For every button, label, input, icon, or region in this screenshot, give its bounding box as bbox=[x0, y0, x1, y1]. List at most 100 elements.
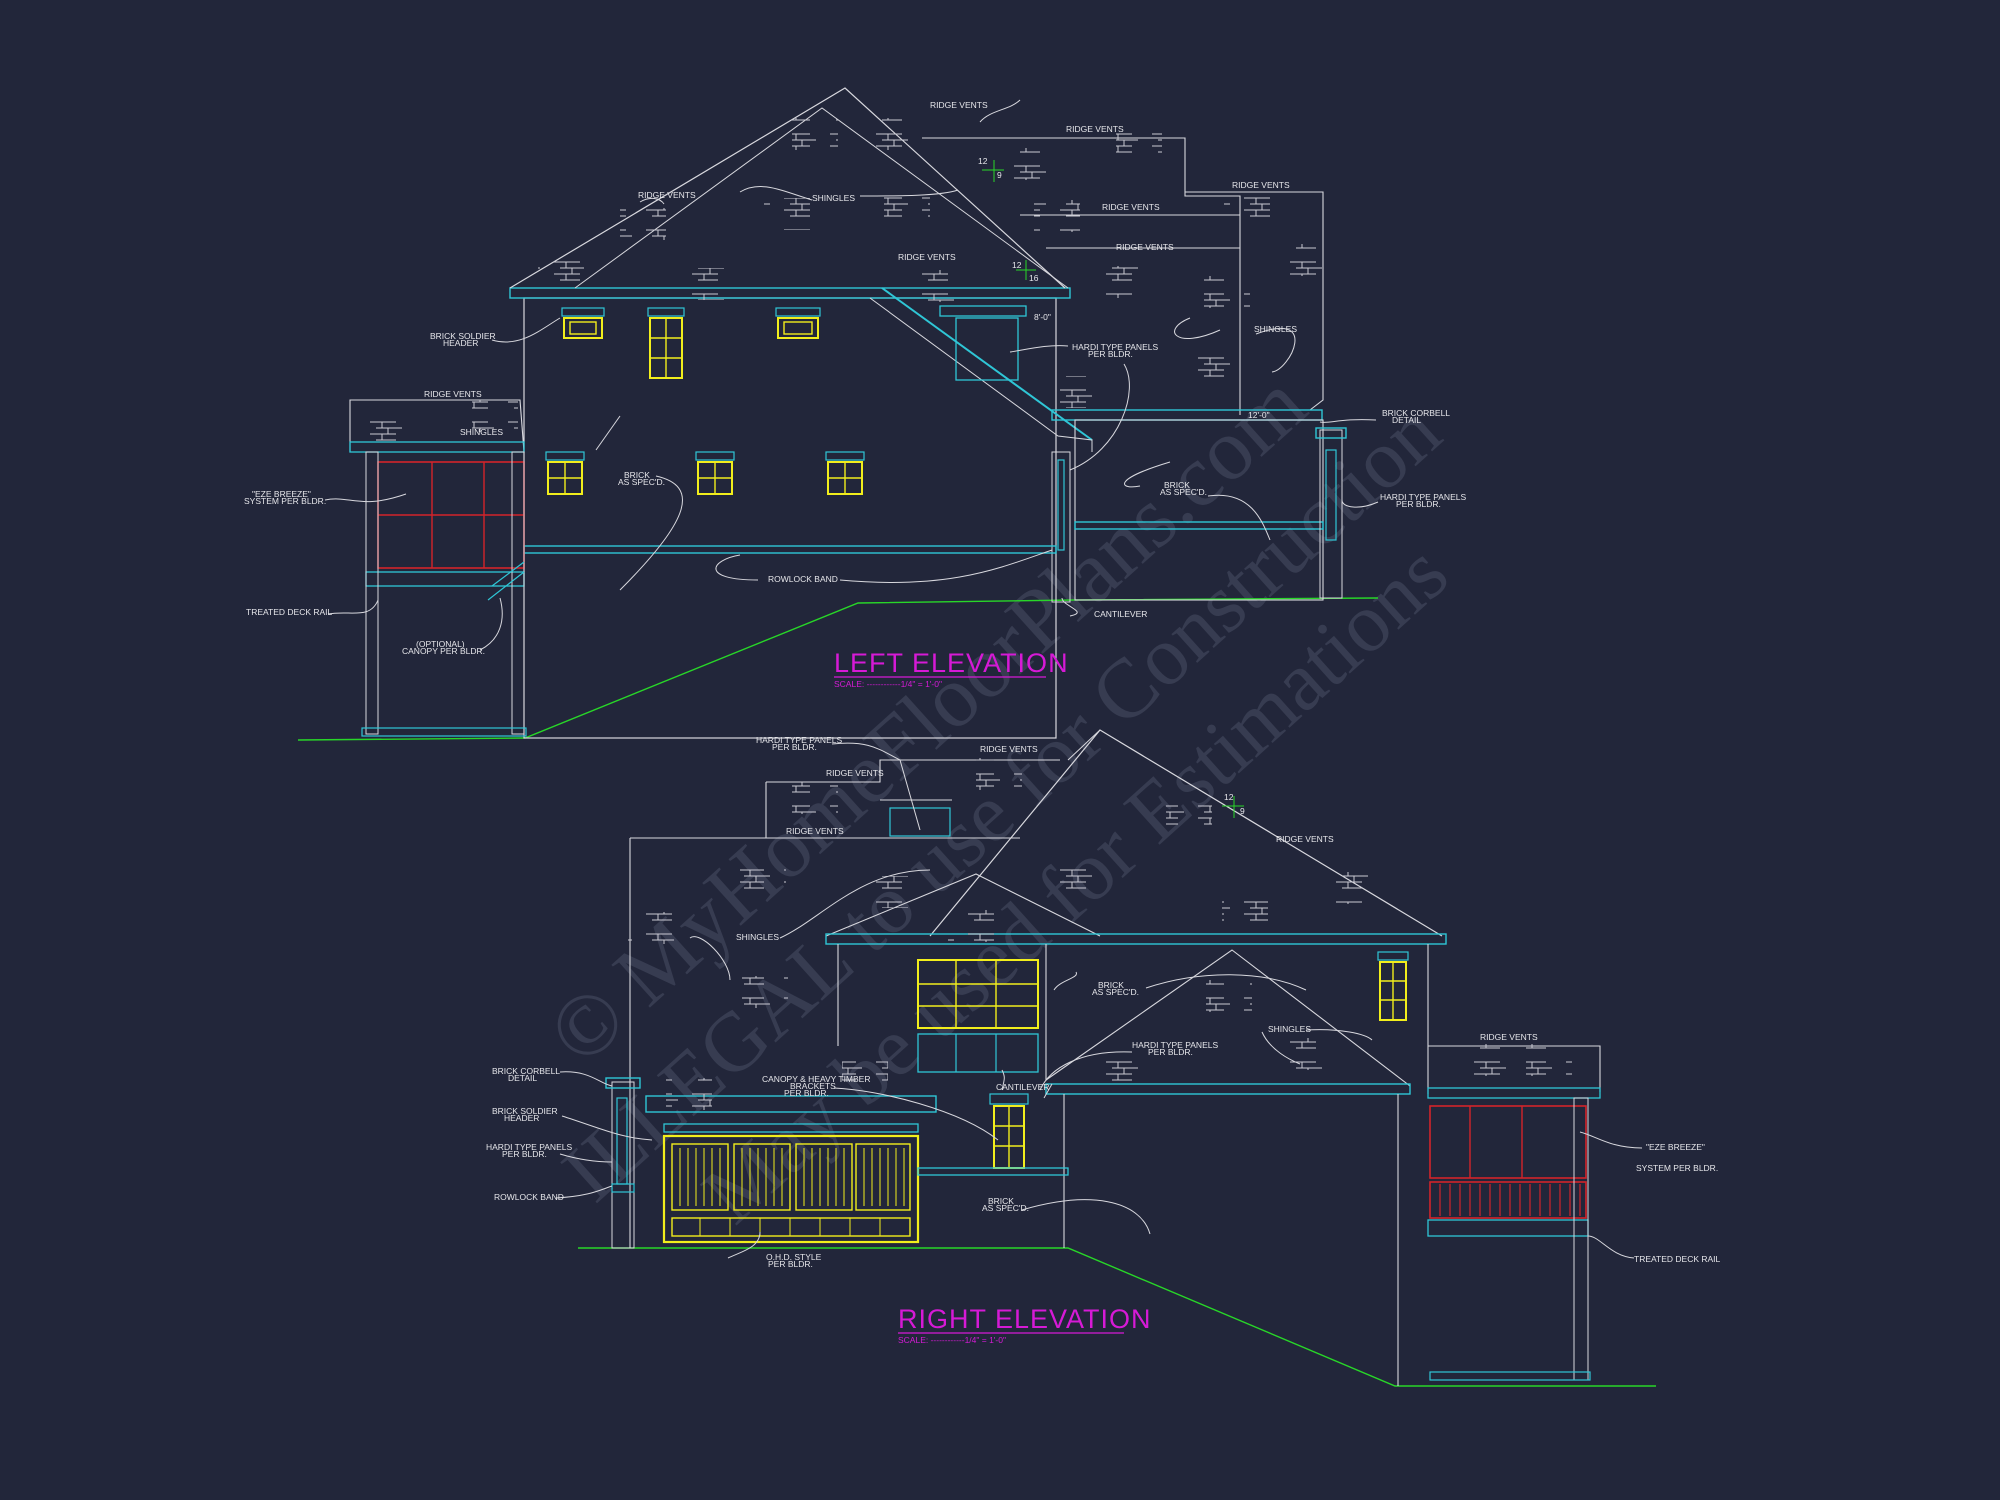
right-corbel-base bbox=[611, 1183, 635, 1193]
right-elevation-title: RIGHT ELEVATION bbox=[898, 1304, 1152, 1334]
right-top-block-2 bbox=[765, 782, 952, 838]
cantilever-window-mullions bbox=[994, 1106, 1024, 1168]
window-upper-3 bbox=[775, 307, 821, 339]
right-deck-balusters bbox=[1439, 1184, 1581, 1216]
right-note-hardi-top-2: PER BLDR. bbox=[772, 742, 817, 752]
right-note-brick-low-1: BRICK bbox=[988, 1196, 1014, 1206]
window-upper-2 bbox=[647, 307, 685, 379]
right-note-ridge-vents-3: RIDGE VENTS bbox=[786, 826, 844, 836]
left-note-shingles-porch: SHINGLES bbox=[460, 427, 503, 437]
left-note-ridge-vents-top: RIDGE VENTS bbox=[930, 100, 988, 110]
left-note-shingles-right: SHINGLES bbox=[1254, 324, 1297, 334]
screen-mullions bbox=[378, 462, 524, 568]
window-lower-3 bbox=[825, 451, 865, 495]
left-note-brick-1: BRICK bbox=[624, 470, 650, 480]
window-lower-1 bbox=[545, 451, 585, 495]
corbel-column bbox=[1319, 429, 1343, 599]
watermark: © MyHomeFloorPlans.com ILLEGAL to use fo… bbox=[530, 355, 1465, 1241]
eave-trim bbox=[509, 287, 1071, 299]
window-upper-1 bbox=[561, 307, 605, 339]
right-note-ridge-vents-2: RIDGE VENTS bbox=[826, 768, 884, 778]
right-note-ridge-vents-4: RIDGE VENTS bbox=[1276, 834, 1334, 844]
right-porch-roof bbox=[1428, 1045, 1601, 1092]
corbel-cap bbox=[1315, 427, 1347, 439]
right-porch-beam bbox=[1427, 1219, 1589, 1237]
right-note-canopy-1: CANOPY & HEAVY TIMBER bbox=[762, 1074, 871, 1084]
right-porch-post-base bbox=[1429, 1371, 1591, 1381]
left-note-brick-right-2: AS SPEC'D. bbox=[1160, 487, 1207, 497]
right-wing-wall bbox=[1074, 419, 1324, 601]
garage-doors bbox=[662, 1134, 920, 1244]
left-note-ridge-vents-4: RIDGE VENTS bbox=[1102, 202, 1160, 212]
right-note-soldier-2: HEADER bbox=[504, 1113, 539, 1123]
left-note-eze-1: "EZE BREEZE" bbox=[252, 489, 311, 499]
cantilever-column bbox=[1051, 451, 1071, 603]
left-note-ridge-vents-6: RIDGE VENTS bbox=[1116, 242, 1174, 252]
left-note-rowlock: ROWLOCK BAND bbox=[768, 574, 838, 584]
right-note-corbel-1: BRICK CORBELL bbox=[492, 1066, 560, 1076]
canopy-bracket bbox=[487, 561, 525, 601]
left-note-ridge-vents-porch: RIDGE VENTS bbox=[424, 389, 482, 399]
left-note-ridge-vents-7: RIDGE VENTS bbox=[898, 252, 956, 262]
left-leader-lines bbox=[324, 99, 1379, 651]
garage-eave bbox=[1045, 1083, 1411, 1095]
right-inner-roof bbox=[1067, 729, 1101, 761]
porch-beam bbox=[365, 571, 525, 587]
left-note-hardi-2: PER BLDR. bbox=[1088, 349, 1133, 359]
right-end-window-cap bbox=[1377, 951, 1409, 961]
left-plate-b: 12'-0" bbox=[1248, 410, 1270, 420]
porch-post-left bbox=[365, 451, 379, 735]
left-notes: RIDGE VENTS RIDGE VENTS RIDGE VENTS RIDG… bbox=[244, 100, 1466, 656]
left-note-brick-2: AS SPEC'D. bbox=[618, 477, 665, 487]
left-note-hardi-1: HARDI TYPE PANELS bbox=[1072, 342, 1158, 352]
left-note-brick-soldier-2: HEADER bbox=[443, 338, 478, 348]
pitch-markers bbox=[982, 160, 1036, 280]
right-note-ridge-vents-1: RIDGE VENTS bbox=[980, 744, 1038, 754]
left-pitch-12: 12 bbox=[978, 156, 988, 166]
right-note-eze-2: SYSTEM PER BLDR. bbox=[1636, 1163, 1718, 1173]
left-note-shingles-top: SHINGLES bbox=[812, 193, 855, 203]
right-note-ohd-1: O.H.D. STYLE bbox=[766, 1252, 822, 1262]
right-pitch-9: 9 bbox=[1240, 806, 1245, 816]
left-note-brick-right-1: BRICK bbox=[1164, 480, 1190, 490]
left-pitch-16: 16 bbox=[1029, 273, 1039, 283]
right-bay-wall bbox=[837, 944, 1047, 1080]
right-note-brick-low-2: AS SPEC'D. bbox=[982, 1203, 1029, 1213]
right-note-canopy-3: PER BLDR. bbox=[784, 1088, 829, 1098]
grade-line-right bbox=[578, 1247, 1656, 1387]
right-gable-eave bbox=[825, 933, 1447, 945]
bay-window-lower-dividers bbox=[955, 1034, 997, 1072]
right-elevation-drawing: HARDI TYPE PANELS PER BLDR. RIDGE VENTS … bbox=[486, 729, 1721, 1387]
right-corbel-column bbox=[611, 1081, 635, 1249]
right-note-hardi-left-2: PER BLDR. bbox=[502, 1149, 547, 1159]
lean-roof bbox=[881, 287, 1093, 441]
cantilever-window-cap bbox=[989, 1093, 1029, 1105]
bay-cap bbox=[939, 305, 1027, 317]
bay-window-mullions bbox=[918, 960, 1038, 1028]
left-note-brick-soldier-1: BRICK SOLDIER bbox=[430, 331, 496, 341]
right-corbel-cap bbox=[605, 1077, 641, 1089]
left-note-cantilever: CANTILEVER bbox=[1094, 609, 1147, 619]
right-leader-lines bbox=[555, 742, 1643, 1259]
left-note-canopy-2: CANOPY PER BLDR. bbox=[402, 646, 485, 656]
right-eze-mullions bbox=[1469, 1106, 1523, 1178]
right-note-hardi-1: HARDI TYPE PANELS bbox=[1132, 1040, 1218, 1050]
garage-gable bbox=[1045, 949, 1411, 1087]
right-note-soldier-1: BRICK SOLDIER bbox=[492, 1106, 558, 1116]
left-note-ridge-vents-3: RIDGE VENTS bbox=[1232, 180, 1290, 190]
garage-wall bbox=[1063, 944, 1429, 1386]
right-note-eze-1: "EZE BREEZE" bbox=[1646, 1142, 1705, 1152]
cantilever-trim bbox=[1057, 459, 1065, 551]
right-note-brick-2: AS SPEC'D. bbox=[1092, 987, 1139, 997]
porch-post-base bbox=[361, 727, 527, 737]
right-note-shingles-1: SHINGLES bbox=[736, 932, 779, 942]
upper-right-roof bbox=[922, 137, 1241, 415]
right-note-treated-rail: TREATED DECK RAIL bbox=[1634, 1254, 1721, 1264]
left-plate-a: 8'-0" bbox=[1034, 312, 1051, 322]
left-note-eze-2: SYSTEM PER BLDR. bbox=[244, 496, 326, 506]
bay-window-lower-panels bbox=[917, 1033, 1039, 1073]
left-elevation-scale: SCALE: ------------1/4" = 1'-0" bbox=[834, 679, 942, 689]
garage-soldier bbox=[663, 1123, 919, 1133]
right-rowlock bbox=[917, 1167, 1069, 1176]
